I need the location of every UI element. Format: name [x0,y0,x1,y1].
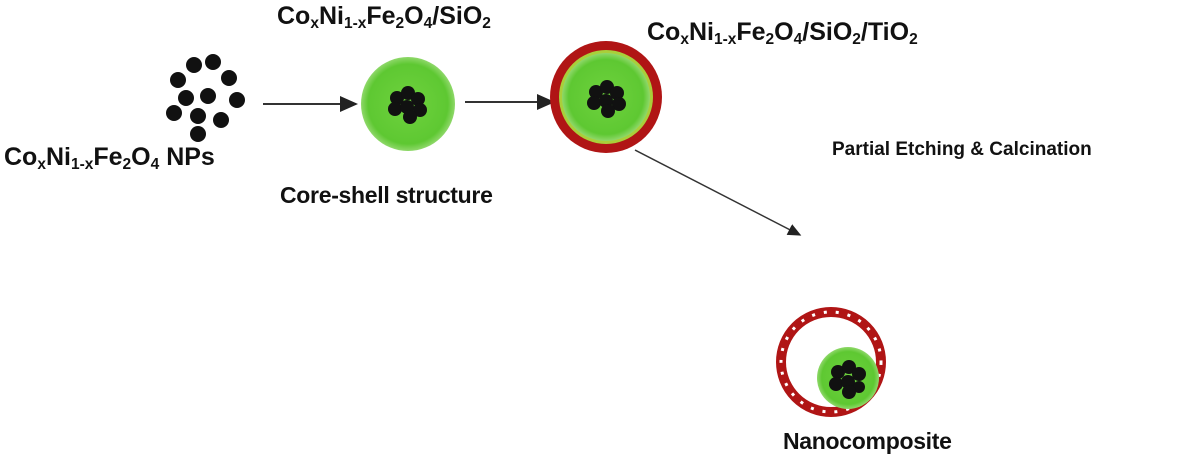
formula-text: O [774,18,794,46]
formula-text: NPs [159,143,215,171]
formula-text: Fe [366,2,396,30]
triple-layer-particle [550,41,662,153]
formula-text: Co [277,2,311,30]
nanoparticle-cluster [166,54,245,142]
formula-text: Ni [45,143,71,171]
arrow-3 [634,149,802,236]
formula-text: /SiO [432,2,483,30]
subscript: 2 [395,14,405,32]
subscript: 2 [122,155,132,173]
process-step-label: Partial Etching & Calcination [832,139,1092,160]
core-shell-particle [361,57,455,151]
subscript: x [310,14,319,32]
subscript: 4 [423,14,433,32]
formula-text: O [131,143,151,171]
subscript: 2 [909,30,918,48]
nanocomposite-label: Nanocomposite [783,428,952,454]
formula-text: O [404,2,424,30]
formula-text: Fe [93,143,123,171]
nanocomposite-particle [776,307,886,417]
formula-text: Ni [318,2,344,30]
formula-text: /SiO [802,18,853,46]
nanoparticles-label: CoxNi1-xFe2O4 NPs [4,143,215,174]
subscript: 1-x [713,30,737,48]
formula-text: Ni [688,18,714,46]
subscript: 1-x [70,155,94,173]
subscript: 1-x [343,14,367,32]
subscript: x [37,155,46,173]
formula-text: Fe [736,18,766,46]
subscript: 2 [765,30,775,48]
subscript: 2 [852,30,861,48]
triple-layer-formula-label: CoxNi1-xFe2O4/SiO2/TiO2 [647,18,918,49]
core-shell-caption: Core-shell structure [280,182,493,208]
core-shell-formula-label: CoxNi1-xFe2O4/SiO2 [277,2,491,33]
subscript: 4 [150,155,160,173]
formula-text: /TiO [860,18,910,46]
subscript: x [680,30,689,48]
subscript: 2 [482,14,491,32]
formula-text: Co [4,143,38,171]
formula-text: Co [647,18,681,46]
subscript: 4 [793,30,803,48]
